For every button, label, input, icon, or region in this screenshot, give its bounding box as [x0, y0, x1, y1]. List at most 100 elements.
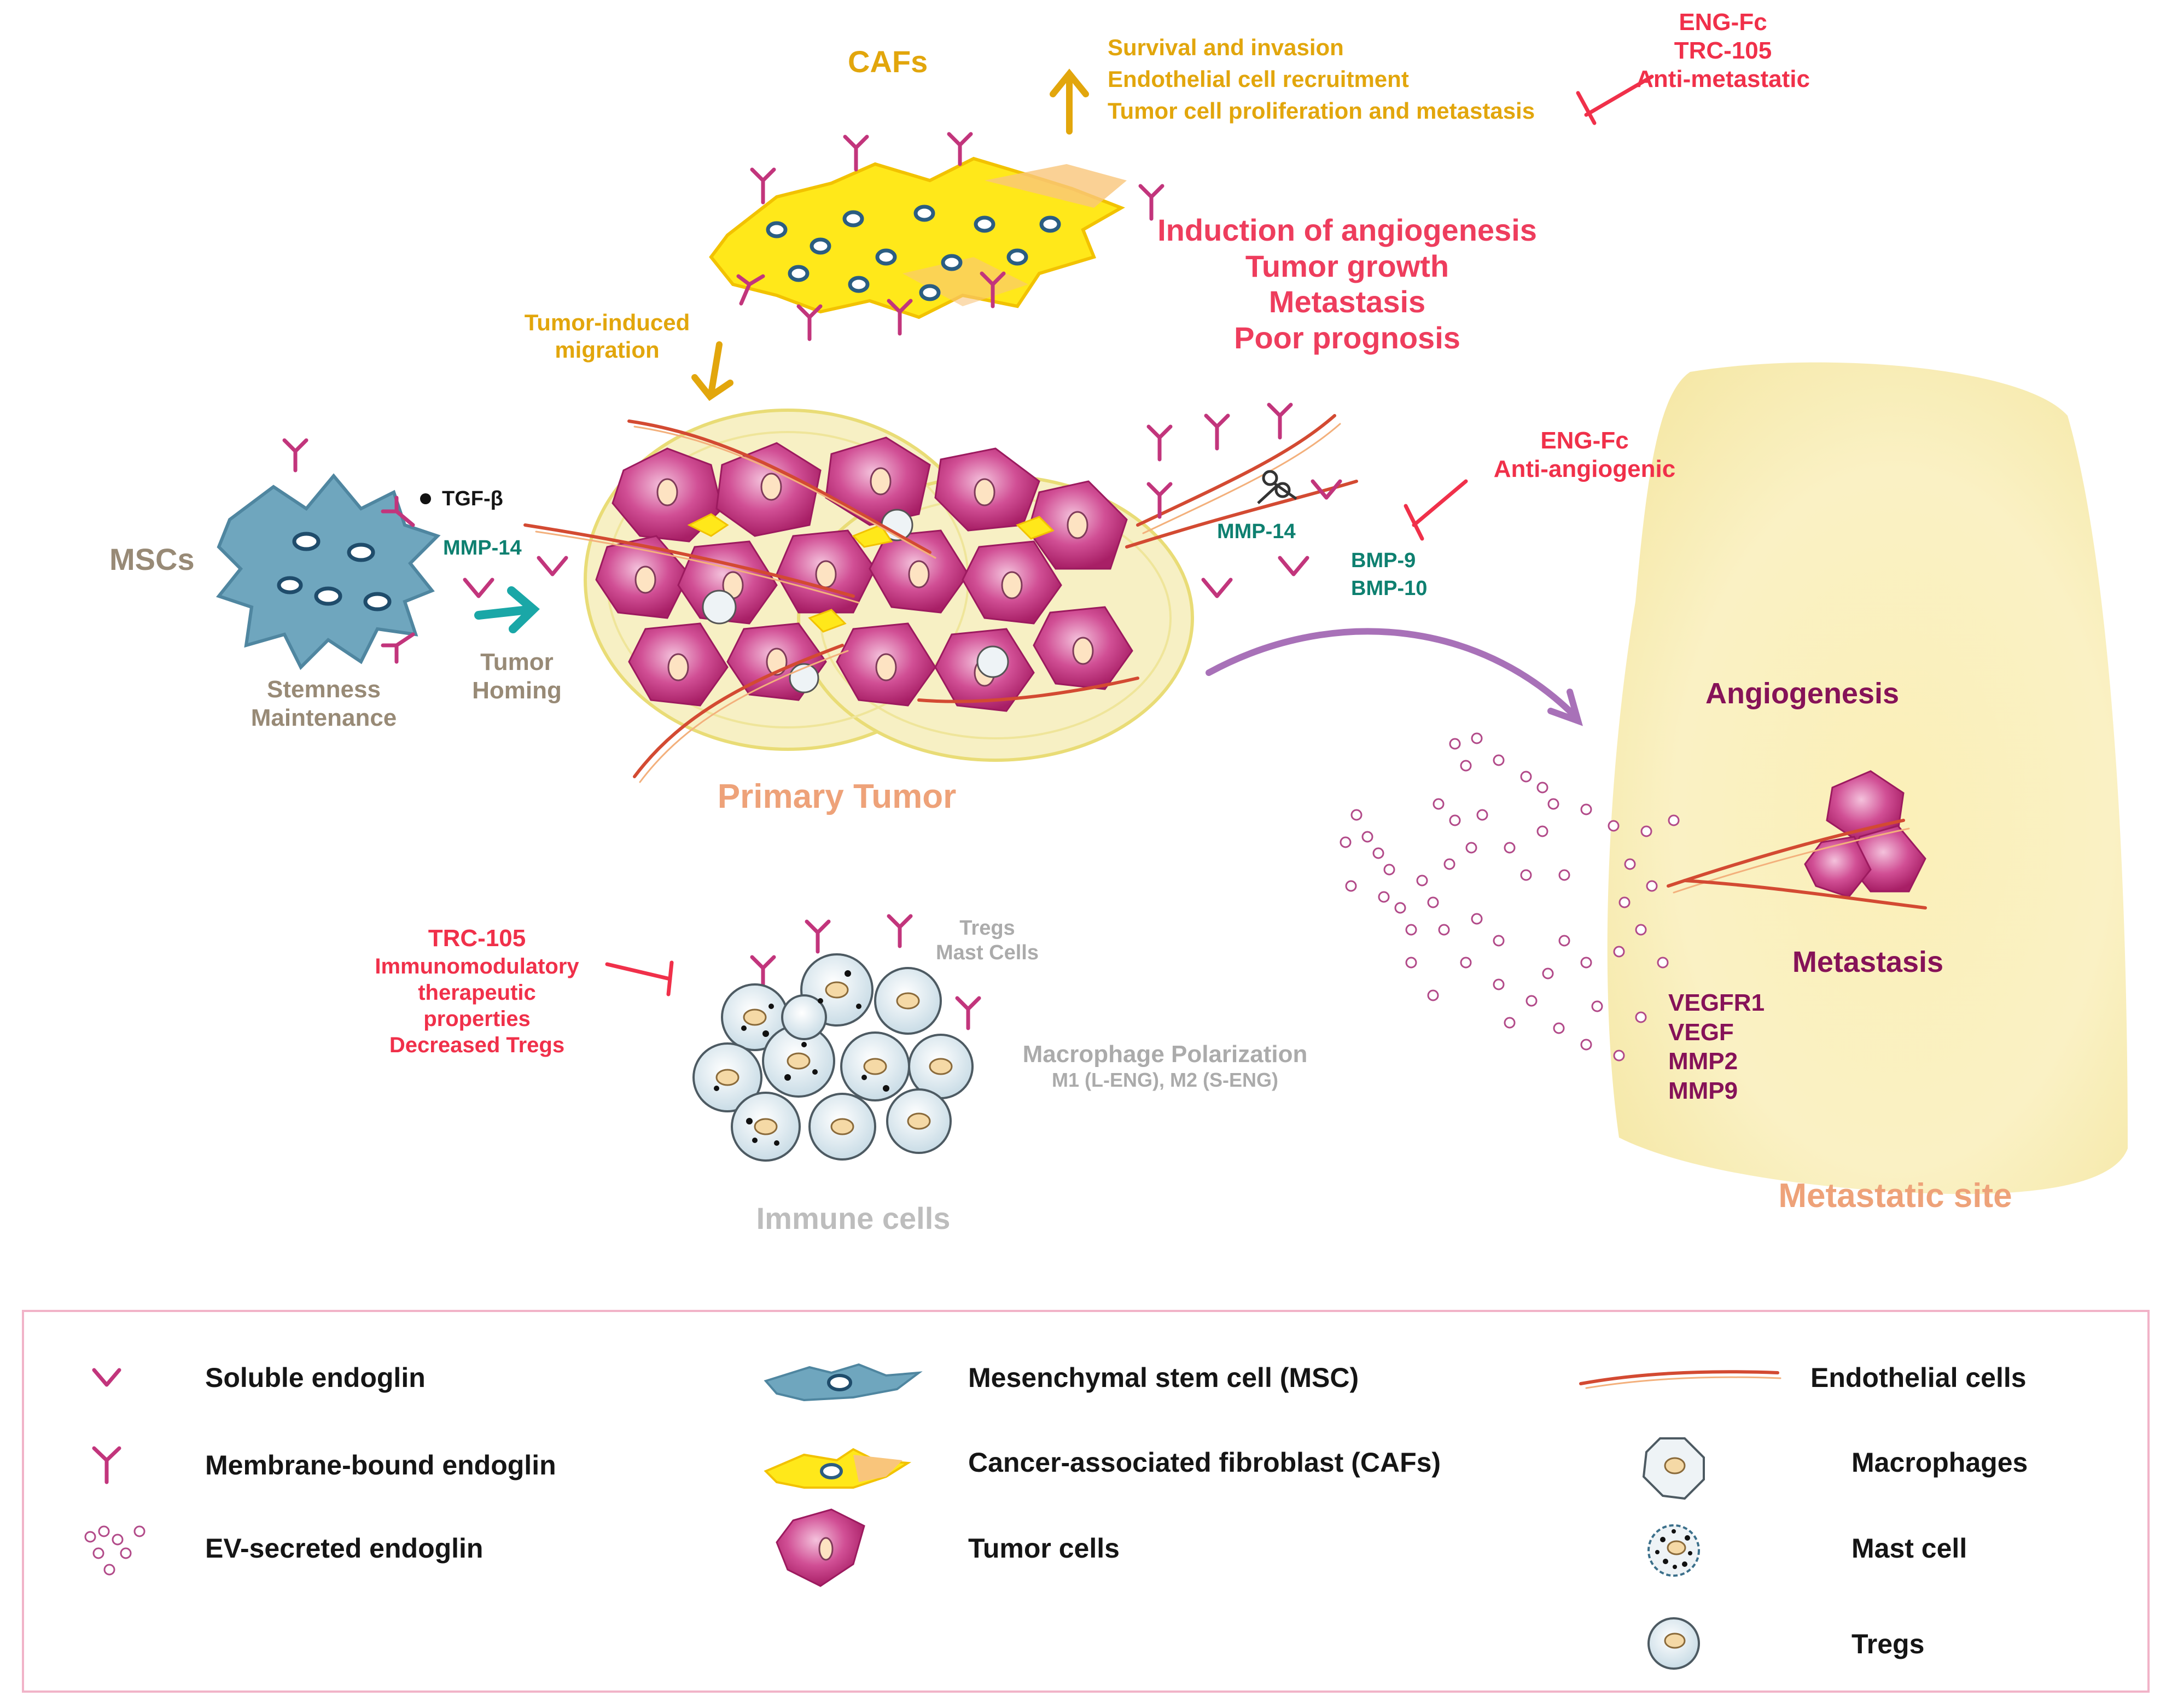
- stemness-line-1: Stemness: [267, 676, 381, 703]
- ev-vesicle: [1433, 798, 1445, 810]
- inhibition-mark-top: [1576, 74, 1654, 125]
- ev-vesicle: [1542, 967, 1554, 980]
- legend-tumor-cells: Tumor cells: [968, 1533, 1120, 1564]
- tgf-beta-dot: [420, 493, 431, 504]
- marker-mmp9: MMP9: [1668, 1077, 1738, 1105]
- legend-endothelial-icon: [1579, 1370, 1781, 1389]
- migration-line-1: Tumor-induced: [524, 310, 690, 335]
- caf-effect-3: Tumor cell proliferation and metastasis: [1108, 98, 1535, 124]
- legend-msc: Mesenchymal stem cell (MSC): [968, 1362, 1359, 1393]
- ev-vesicle: [1624, 858, 1636, 870]
- ev-vesicle: [1580, 1039, 1592, 1051]
- legend-tregs: Tregs: [1851, 1629, 1925, 1659]
- tumor-homing-label: Tumor Homing: [472, 648, 562, 705]
- immune-inhibitor-line-2: Immunomodulatory: [375, 954, 579, 978]
- immune-inhibitor-line-4: properties: [423, 1006, 531, 1031]
- ev-vesicle: [1640, 825, 1652, 837]
- ev-vesicle: [1416, 875, 1428, 887]
- immune-inhibitor-line-3: therapeutic: [418, 980, 536, 1005]
- ev-vesicle: [1613, 1050, 1625, 1062]
- legend-mast-cell-icon: [1647, 1524, 1700, 1577]
- scissors-icon: [1257, 470, 1297, 504]
- ev-vesicle: [1668, 814, 1680, 826]
- angiogenesis-label: Angiogenesis: [1705, 677, 1900, 710]
- metastasis-route-arrow: [1206, 628, 1583, 726]
- polarization-line-1: Macrophage Polarization: [1022, 1041, 1308, 1068]
- caf-effect-1: Survival and invasion: [1108, 34, 1344, 60]
- ev-vesicle: [1438, 924, 1450, 936]
- ev-vesicle: [1536, 782, 1548, 794]
- legend-treg-icon: [1647, 1617, 1700, 1670]
- ev-vesicle: [1405, 924, 1417, 936]
- marker-mmp2: MMP2: [1668, 1048, 1738, 1075]
- endothelial-vessels: [523, 414, 1358, 783]
- ev-vesicle: [1405, 957, 1417, 969]
- ev-vesicle: [1525, 995, 1538, 1007]
- ev-vesicle: [1449, 738, 1461, 750]
- immune-cells-cluster: [692, 953, 974, 1162]
- msc-cluster: [216, 473, 441, 671]
- legend-macrophage-icon: [1642, 1437, 1705, 1500]
- ev-vesicle: [1558, 935, 1570, 947]
- tumor-mmp14-label: MMP-14: [1217, 520, 1296, 543]
- ev-vesicle: [1383, 864, 1395, 876]
- immune-inhibitor-line-1: TRC-105: [428, 925, 526, 952]
- primary-tumor-title: Primary Tumor: [717, 778, 957, 815]
- metastasis-label: Metastasis: [1792, 946, 1944, 978]
- ev-vesicle: [1520, 869, 1532, 881]
- ev-vesicle: [1558, 869, 1570, 881]
- ev-vesicle: [1372, 847, 1384, 859]
- tumor-induced-migration-label: Tumor-induced migration: [525, 309, 690, 363]
- inhibitor-top-label: ENG-Fc TRC-105 Anti-metastatic: [1636, 8, 1810, 94]
- ev-vesicle: [1394, 902, 1406, 914]
- ev-vesicle: [1427, 896, 1439, 908]
- mast-line: Mast Cells: [936, 941, 1039, 964]
- ev-vesicle: [1449, 814, 1461, 826]
- polarization-line-2: M1 (L-ENG), M2 (S-ENG): [1052, 1068, 1278, 1091]
- inhibition-mark-immune: [605, 960, 674, 996]
- stemness-label: Stemness Maintenance: [251, 675, 397, 732]
- ev-vesicle: [1580, 803, 1592, 815]
- inhibitor-mid-label: ENG-Fc Anti-angiogenic: [1494, 427, 1675, 483]
- legend-caf-icon: [764, 1448, 912, 1489]
- ev-vesicle: [1471, 732, 1483, 744]
- ev-vesicle: [1646, 880, 1658, 892]
- outcome-1: Induction of angiogenesis: [1157, 213, 1537, 247]
- ev-vesicle: [1443, 858, 1455, 870]
- immune-cells-title: Immune cells: [756, 1201, 951, 1235]
- msc-mmp14-label: MMP-14: [443, 537, 522, 559]
- ev-vesicle: [1613, 946, 1625, 958]
- ev-vesicle: [1378, 891, 1390, 903]
- migration-line-2: migration: [555, 336, 660, 363]
- legend-membrane-endoglin: Membrane-bound endoglin: [205, 1450, 556, 1480]
- legend-icons: [84, 1363, 1781, 1670]
- marker-vegfr1: VEGFR1: [1668, 989, 1765, 1016]
- ev-vesicle: [1536, 825, 1548, 837]
- stemness-line-2: Maintenance: [251, 704, 397, 731]
- metastatic-tumor: [1667, 770, 1927, 910]
- ev-secreted-endoglin-dots: [1340, 732, 1680, 1062]
- ev-vesicle: [1547, 798, 1559, 810]
- mscs-title: MSCs: [109, 542, 195, 576]
- legend-soluble-endoglin-icon: [92, 1368, 121, 1387]
- ev-vesicle: [1427, 989, 1439, 1001]
- ev-vesicle: [1580, 957, 1592, 969]
- ev-vesicle: [1657, 957, 1669, 969]
- ev-vesicle: [1493, 754, 1505, 766]
- primary-tumor-mass: [584, 409, 1194, 762]
- outcome-4: Poor prognosis: [1234, 320, 1460, 355]
- inhibitor-mid-line-2: Anti-angiogenic: [1493, 455, 1676, 482]
- outcome-2: Tumor growth: [1245, 248, 1449, 283]
- ev-vesicle: [1493, 978, 1505, 990]
- ev-vesicle: [1608, 820, 1620, 832]
- metastatic-markers: VEGFR1 VEGF MMP2 MMP9: [1668, 988, 1765, 1106]
- legend-caf: Cancer-associated fibroblast (CAFs): [968, 1447, 1441, 1478]
- tregs-mast-label: Tregs Mast Cells: [936, 916, 1039, 965]
- legend-tumor-cell-icon: [776, 1508, 865, 1587]
- immune-inhibitor-label: TRC-105 Immunomodulatory therapeutic pro…: [375, 924, 579, 1058]
- ev-vesicle: [1340, 836, 1352, 848]
- legend-macrophages: Macrophages: [1851, 1447, 2028, 1478]
- ev-vesicle: [1635, 924, 1647, 936]
- outcome-3: Metastasis: [1268, 284, 1426, 319]
- cafs-title: CAFs: [848, 44, 928, 79]
